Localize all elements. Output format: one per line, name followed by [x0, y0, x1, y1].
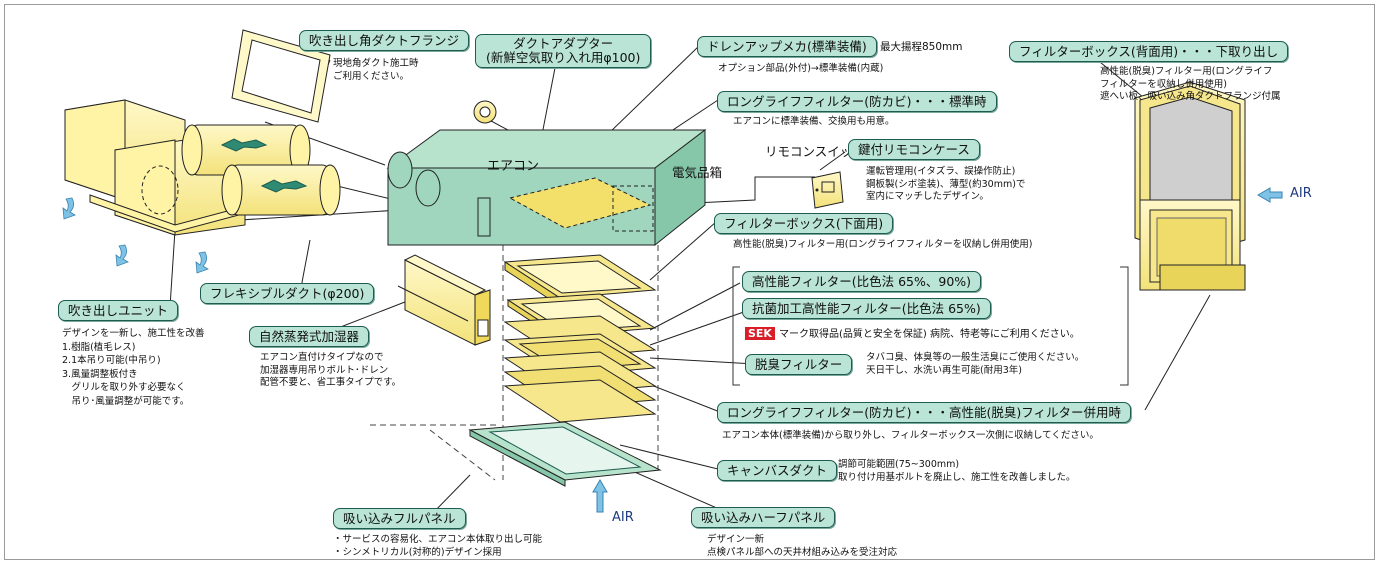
desc-line: 現地角ダクト施工時 [333, 58, 419, 69]
flexible-ducts [181, 124, 341, 216]
drain-max-head: 最大揚程850mm [880, 41, 963, 53]
label-line: (新鮮空気取り入れ用φ100) [486, 50, 641, 65]
leader-lines [169, 44, 1211, 517]
desc-line: エアコン直付けタイプなので [260, 352, 384, 363]
duct-adapter [473, 100, 562, 164]
desc-half-intake-panel: デザイン一新 点検パネル部への天井材組み込みを受注対応 [707, 534, 897, 559]
desc-canvas-duct: 調節可能範囲(75~300mm) 取り付け用基ボルトを廃止し、施工性を改善しまし… [838, 459, 1076, 484]
air-arrows [592, 187, 1283, 513]
desc-line: ・サービスの容易化、エアコン本体取り出し可能 [333, 534, 543, 545]
desc-outlet-unit: デザインを一新し、施工性を改善 1.樹脂(植毛レス) 2.1本吊り可能(中吊り)… [62, 327, 205, 408]
back-filter-box [1134, 81, 1246, 291]
desc-line: デザイン一新 [707, 534, 765, 545]
label-longlife-filter-combo: ロングライフフィルター(防カビ)・・・高性能(脱臭)フィルター併用時 [717, 402, 1132, 423]
desc-line: 1.樹脂(植毛レス) [62, 341, 136, 353]
desc-line: 配管不要と、省工事タイプです。 [260, 377, 402, 388]
outlet-air-arrows [62, 197, 209, 274]
remote-case [811, 171, 844, 209]
label-line: ダクトアダプター [513, 36, 614, 51]
label-half-intake-panel: 吸い込みハーフパネル [691, 507, 836, 528]
electric-box-text: 電気品箱 [672, 165, 723, 180]
desc-line: 室内にマッチしたデザイン。 [866, 191, 989, 202]
label-full-intake-panel: 吸い込みフルパネル [333, 508, 466, 529]
label-filter-box-back: フィルターボックス(背面用)・・・下取り出し [1009, 41, 1289, 62]
aircon-text: エアコン [487, 159, 540, 174]
desc-filter-box-back: 高性能(脱臭)フィルター用(ロングライフ フィルターを収納し併用使用) 遮へい板… [1100, 66, 1281, 104]
label-deodorizing-filter: 脱臭フィルター [745, 354, 853, 375]
desc-deodorizing-filter: タバコ臭、体臭等の一般生活臭にご使用ください。 天日干し、水洗い再生可能(耐用3… [866, 352, 1084, 377]
desc-line: 3.風量調整板付き [62, 368, 138, 380]
intake-panel [468, 421, 662, 487]
outer-frame [4, 4, 1375, 560]
sek-text: マーク取得品(品質と安全を保証) 病院、特老等にご利用ください。 [778, 329, 1080, 340]
filter-stack [503, 254, 657, 423]
desc-longlife-filter-std: エアコンに標準装備、交換用も用意。 [733, 116, 895, 127]
outlet-flange [231, 29, 331, 123]
desc-line: 遮へい板、吸い込み角ダクトフランジ付属 [1100, 91, 1281, 102]
desc-full-intake-panel: ・サービスの容易化、エアコン本体取り出し可能 ・シンメトリカル(対称的)デザイン… [333, 534, 542, 559]
label-humidifier: 自然蒸発式加湿器 [249, 326, 370, 347]
air-label-bottom: AIR [612, 510, 634, 525]
desc-line: 加湿器専用吊りボルト･ドレン [260, 364, 389, 376]
desc-line: 吊り･風量調整が可能です。 [62, 395, 190, 407]
aircon-unit [386, 128, 707, 247]
desc-line: 調節可能範囲(75~300mm) [838, 459, 960, 470]
label-drain-mechanism: ドレンアップメカ(標準装備) [697, 36, 877, 57]
desc-line: ご利用ください。 [333, 70, 410, 82]
desc-line: タバコ臭、体臭等の一般生活臭にご使用ください。 [866, 352, 1085, 363]
filter-group-bracket [732, 266, 1129, 386]
desc-line: 天日干し、水洗い再生可能(耐用3年) [866, 364, 1022, 376]
humidifier-part [397, 254, 491, 346]
label-outlet-unit: 吹き出しユニット [58, 300, 179, 321]
desc-outlet-flange: 現地角ダクト施工時 ご利用ください。 [333, 58, 419, 83]
air-label-right: AIR [1290, 186, 1312, 201]
desc-line: フィルターを収納し併用使用) [1100, 78, 1228, 90]
desc-line: 取り付け用基ボルトを廃止し、施工性を改善しました。 [838, 471, 1076, 483]
desc-line: デザインを一新し、施工性を改善 [62, 328, 205, 339]
desc-humidifier: エアコン直付けタイプなので 加湿器専用吊りボルト･ドレン 配管不要と、省工事タイ… [260, 352, 401, 390]
label-duct-adapter: ダクトアダプター (新鮮空気取り入れ用φ100) [475, 34, 652, 68]
desc-longlife-filter-combo: エアコン本体(標準装備)から取り外し、フィルターボックス一次側に収納してください… [722, 430, 1099, 441]
label-flexible-duct: フレキシブルダクト(φ200) [200, 283, 375, 304]
label-outlet-flange: 吹き出し角ダクトフランジ [299, 30, 470, 51]
label-filter-box-bottom: フィルターボックス(下面用) [714, 213, 894, 234]
desc-line: 2.1本吊り可能(中吊り) [62, 355, 161, 366]
label-antibacterial-filter: 抗菌加工高性能フィルター(比色法 65%) [742, 298, 991, 319]
desc-filter-box-bottom: 高性能(脱臭)フィルター用(ロングライフフィルターを収納し併用使用) [733, 239, 1033, 250]
label-lockable-remote-case: 鍵付リモコンケース [848, 139, 980, 160]
desc-line: 高性能(脱臭)フィルター用(ロングライフ [1100, 66, 1273, 77]
desc-line: ・シンメトリカル(対称的)デザイン採用 [333, 546, 502, 558]
desc-line: 点検パネル部への天井材組み込みを受注対応 [707, 546, 898, 558]
label-longlife-filter-std: ロングライフフィルター(防カビ)・・・標準時 [717, 91, 997, 112]
desc-line: グリルを取り外す必要なく [62, 382, 186, 393]
sek-badge: SEK [745, 327, 775, 340]
desc-drain-option: オプション部品(外付)→標準装備(内蔵) [718, 63, 884, 74]
remote-switch-text: リモコンスイッチ [765, 144, 865, 159]
label-canvas-duct: キャンバスダクト [717, 460, 838, 481]
desc-line: 鋼板製(シボ塗装)、薄型(約30mm)で [866, 178, 1026, 190]
desc-line: 運転管理用(イタズラ、誤操作防止) [866, 166, 1016, 177]
desc-lockable-remote-case: 運転管理用(イタズラ、誤操作防止) 鋼板製(シボ塗装)、薄型(約30mm)で 室… [866, 166, 1025, 204]
label-hp-filter: 高性能フィルター(比色法 65%、90%) [742, 271, 982, 292]
